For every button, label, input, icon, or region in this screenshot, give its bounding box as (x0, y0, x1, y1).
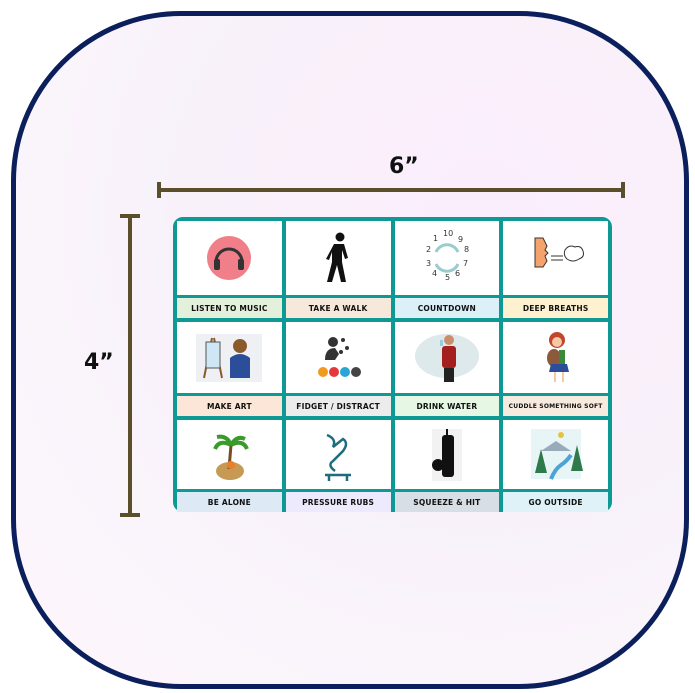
height-ruler (120, 214, 140, 517)
card-label: GO OUTSIDE (503, 492, 608, 512)
card-label: DRINK WATER (394, 396, 500, 416)
island-icon (213, 434, 250, 480)
number-label: 3 (426, 259, 431, 268)
card-deep-breaths: DEEP BREATHS (503, 221, 608, 318)
card-squeeze-and-hit: SQUEEZE & HIT (394, 420, 500, 512)
pressure-rubs-icon (325, 433, 352, 481)
height-label: 4” (84, 350, 114, 375)
card-label: LISTEN TO MUSIC (177, 298, 282, 318)
card-take-a-walk: TAKE A WALK (285, 221, 391, 318)
card-make-art: MAKE ART (177, 322, 282, 416)
landscape-icon (530, 428, 583, 480)
card-label: PRESSURE RUBS (285, 492, 391, 512)
calm-down-board: LISTEN TO MUSIC TAKE A WALK 10 9 8 7 6 5… (173, 217, 612, 512)
card-label: BE ALONE (177, 492, 282, 512)
card-label: CUDDLE SOMETHING SOFT (503, 396, 608, 416)
number-label: 2 (426, 245, 431, 254)
card-label: DEEP BREATHS (503, 298, 608, 318)
number-label: 8 (464, 245, 469, 254)
punching-bag-icon (431, 428, 462, 481)
card-label: COUNTDOWN (394, 298, 500, 318)
card-be-alone: BE ALONE (177, 420, 282, 512)
card-cuddle-something-soft: CUDDLE SOMETHING SOFT (503, 322, 608, 416)
card-fidget-distract: FIDGET / DISTRACT (285, 322, 391, 416)
number-label: 6 (455, 269, 460, 278)
card-go-outside: GO OUTSIDE (503, 420, 608, 512)
fidget-icon (318, 336, 362, 377)
countdown-icon: 10 9 8 7 6 5 4 3 2 1 (426, 229, 469, 282)
breath-icon (534, 237, 584, 268)
width-label: 6” (389, 154, 419, 179)
card-countdown: 10 9 8 7 6 5 4 3 2 1 COUNTDOWN (394, 221, 500, 318)
card-label: FIDGET / DISTRACT (285, 396, 391, 416)
width-ruler (157, 182, 625, 198)
card-listen-to-music: LISTEN TO MUSIC (177, 221, 282, 318)
cuddle-icon (546, 331, 569, 382)
headphones-icon (207, 236, 252, 280)
number-label: 5 (445, 273, 450, 282)
card-drink-water: DRINK WATER (394, 322, 500, 416)
number-label: 1 (433, 234, 438, 243)
number-label: 10 (443, 229, 453, 238)
painting-icon (196, 333, 263, 382)
card-label: SQUEEZE & HIT (394, 492, 500, 512)
card-label: MAKE ART (177, 396, 282, 416)
card-label: TAKE A WALK (285, 298, 391, 318)
drink-water-icon (414, 333, 479, 382)
card-pressure-rubs: PRESSURE RUBS (285, 420, 391, 512)
number-label: 4 (432, 269, 437, 278)
number-label: 9 (458, 235, 463, 244)
walking-person-icon (326, 232, 349, 282)
number-label: 7 (463, 259, 468, 268)
